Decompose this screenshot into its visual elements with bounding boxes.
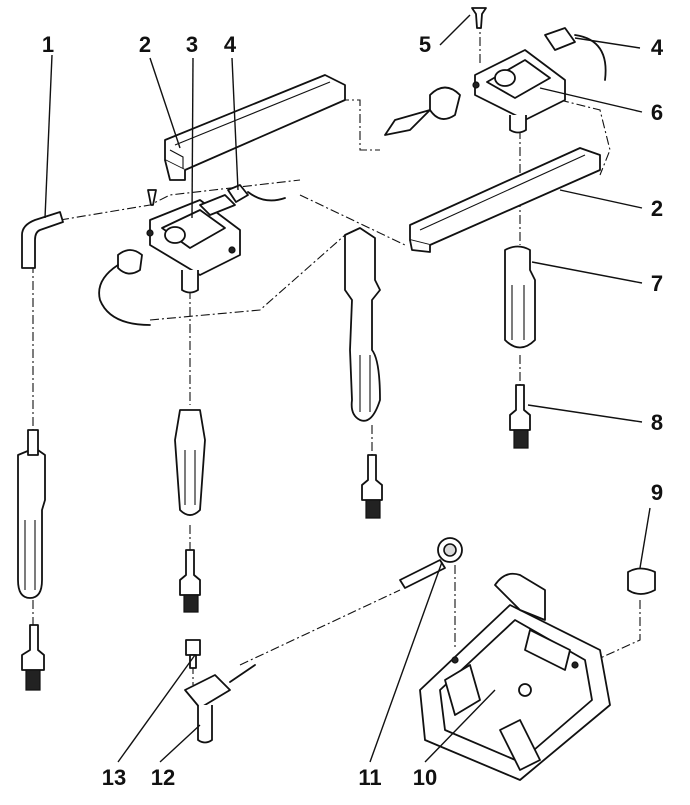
spark-plug-boot-center bbox=[344, 227, 381, 422]
knock-sensor-11 bbox=[399, 537, 463, 589]
callout-8: 8 bbox=[651, 410, 663, 435]
callout-2-left: 2 bbox=[139, 32, 151, 57]
callout-1: 1 bbox=[42, 32, 54, 57]
spark-plug-3 bbox=[179, 549, 201, 613]
callout-4-right: 4 bbox=[651, 35, 664, 60]
spark-plug-boot-1 bbox=[17, 429, 46, 599]
callout-5: 5 bbox=[419, 32, 431, 57]
control-unit-10 bbox=[419, 572, 611, 781]
callout-12: 12 bbox=[151, 765, 175, 790]
plug-lead-connector-center bbox=[384, 86, 461, 136]
callout-6: 6 bbox=[651, 100, 663, 125]
bolt-13 bbox=[185, 639, 201, 669]
ignition-coil-left bbox=[146, 194, 241, 294]
rail-right bbox=[409, 147, 601, 253]
callout-3: 3 bbox=[186, 32, 198, 57]
leader-lines bbox=[44, 14, 651, 763]
screw-5 bbox=[471, 7, 487, 29]
ignition-coil-right bbox=[472, 49, 566, 134]
rail-left bbox=[164, 74, 346, 181]
coil-cable-left bbox=[98, 249, 151, 326]
spark-plug-center bbox=[361, 454, 383, 519]
cap-9 bbox=[627, 567, 656, 595]
callout-labels: 1 2 3 4 5 4 6 2 7 8 9 13 12 11 10 bbox=[42, 32, 664, 790]
callout-13: 13 bbox=[102, 765, 126, 790]
spark-plug-1 bbox=[21, 624, 45, 691]
callout-11: 11 bbox=[358, 765, 381, 790]
connector-plug-4-right bbox=[544, 27, 607, 81]
spark-plug-boot-7 bbox=[504, 245, 536, 349]
callout-10: 10 bbox=[413, 765, 437, 790]
connector-plug-4-left bbox=[227, 184, 286, 203]
connector-lead-1 bbox=[21, 211, 64, 269]
screw-left bbox=[147, 189, 157, 206]
spark-plug-8 bbox=[509, 384, 531, 449]
spark-plug-boot-3 bbox=[174, 409, 206, 516]
callout-9: 9 bbox=[651, 480, 663, 505]
callout-2-right: 2 bbox=[651, 196, 663, 221]
assembly-lines bbox=[32, 20, 641, 691]
sensor-12 bbox=[184, 664, 256, 744]
callout-7: 7 bbox=[651, 271, 663, 296]
callout-4-left: 4 bbox=[224, 32, 237, 57]
